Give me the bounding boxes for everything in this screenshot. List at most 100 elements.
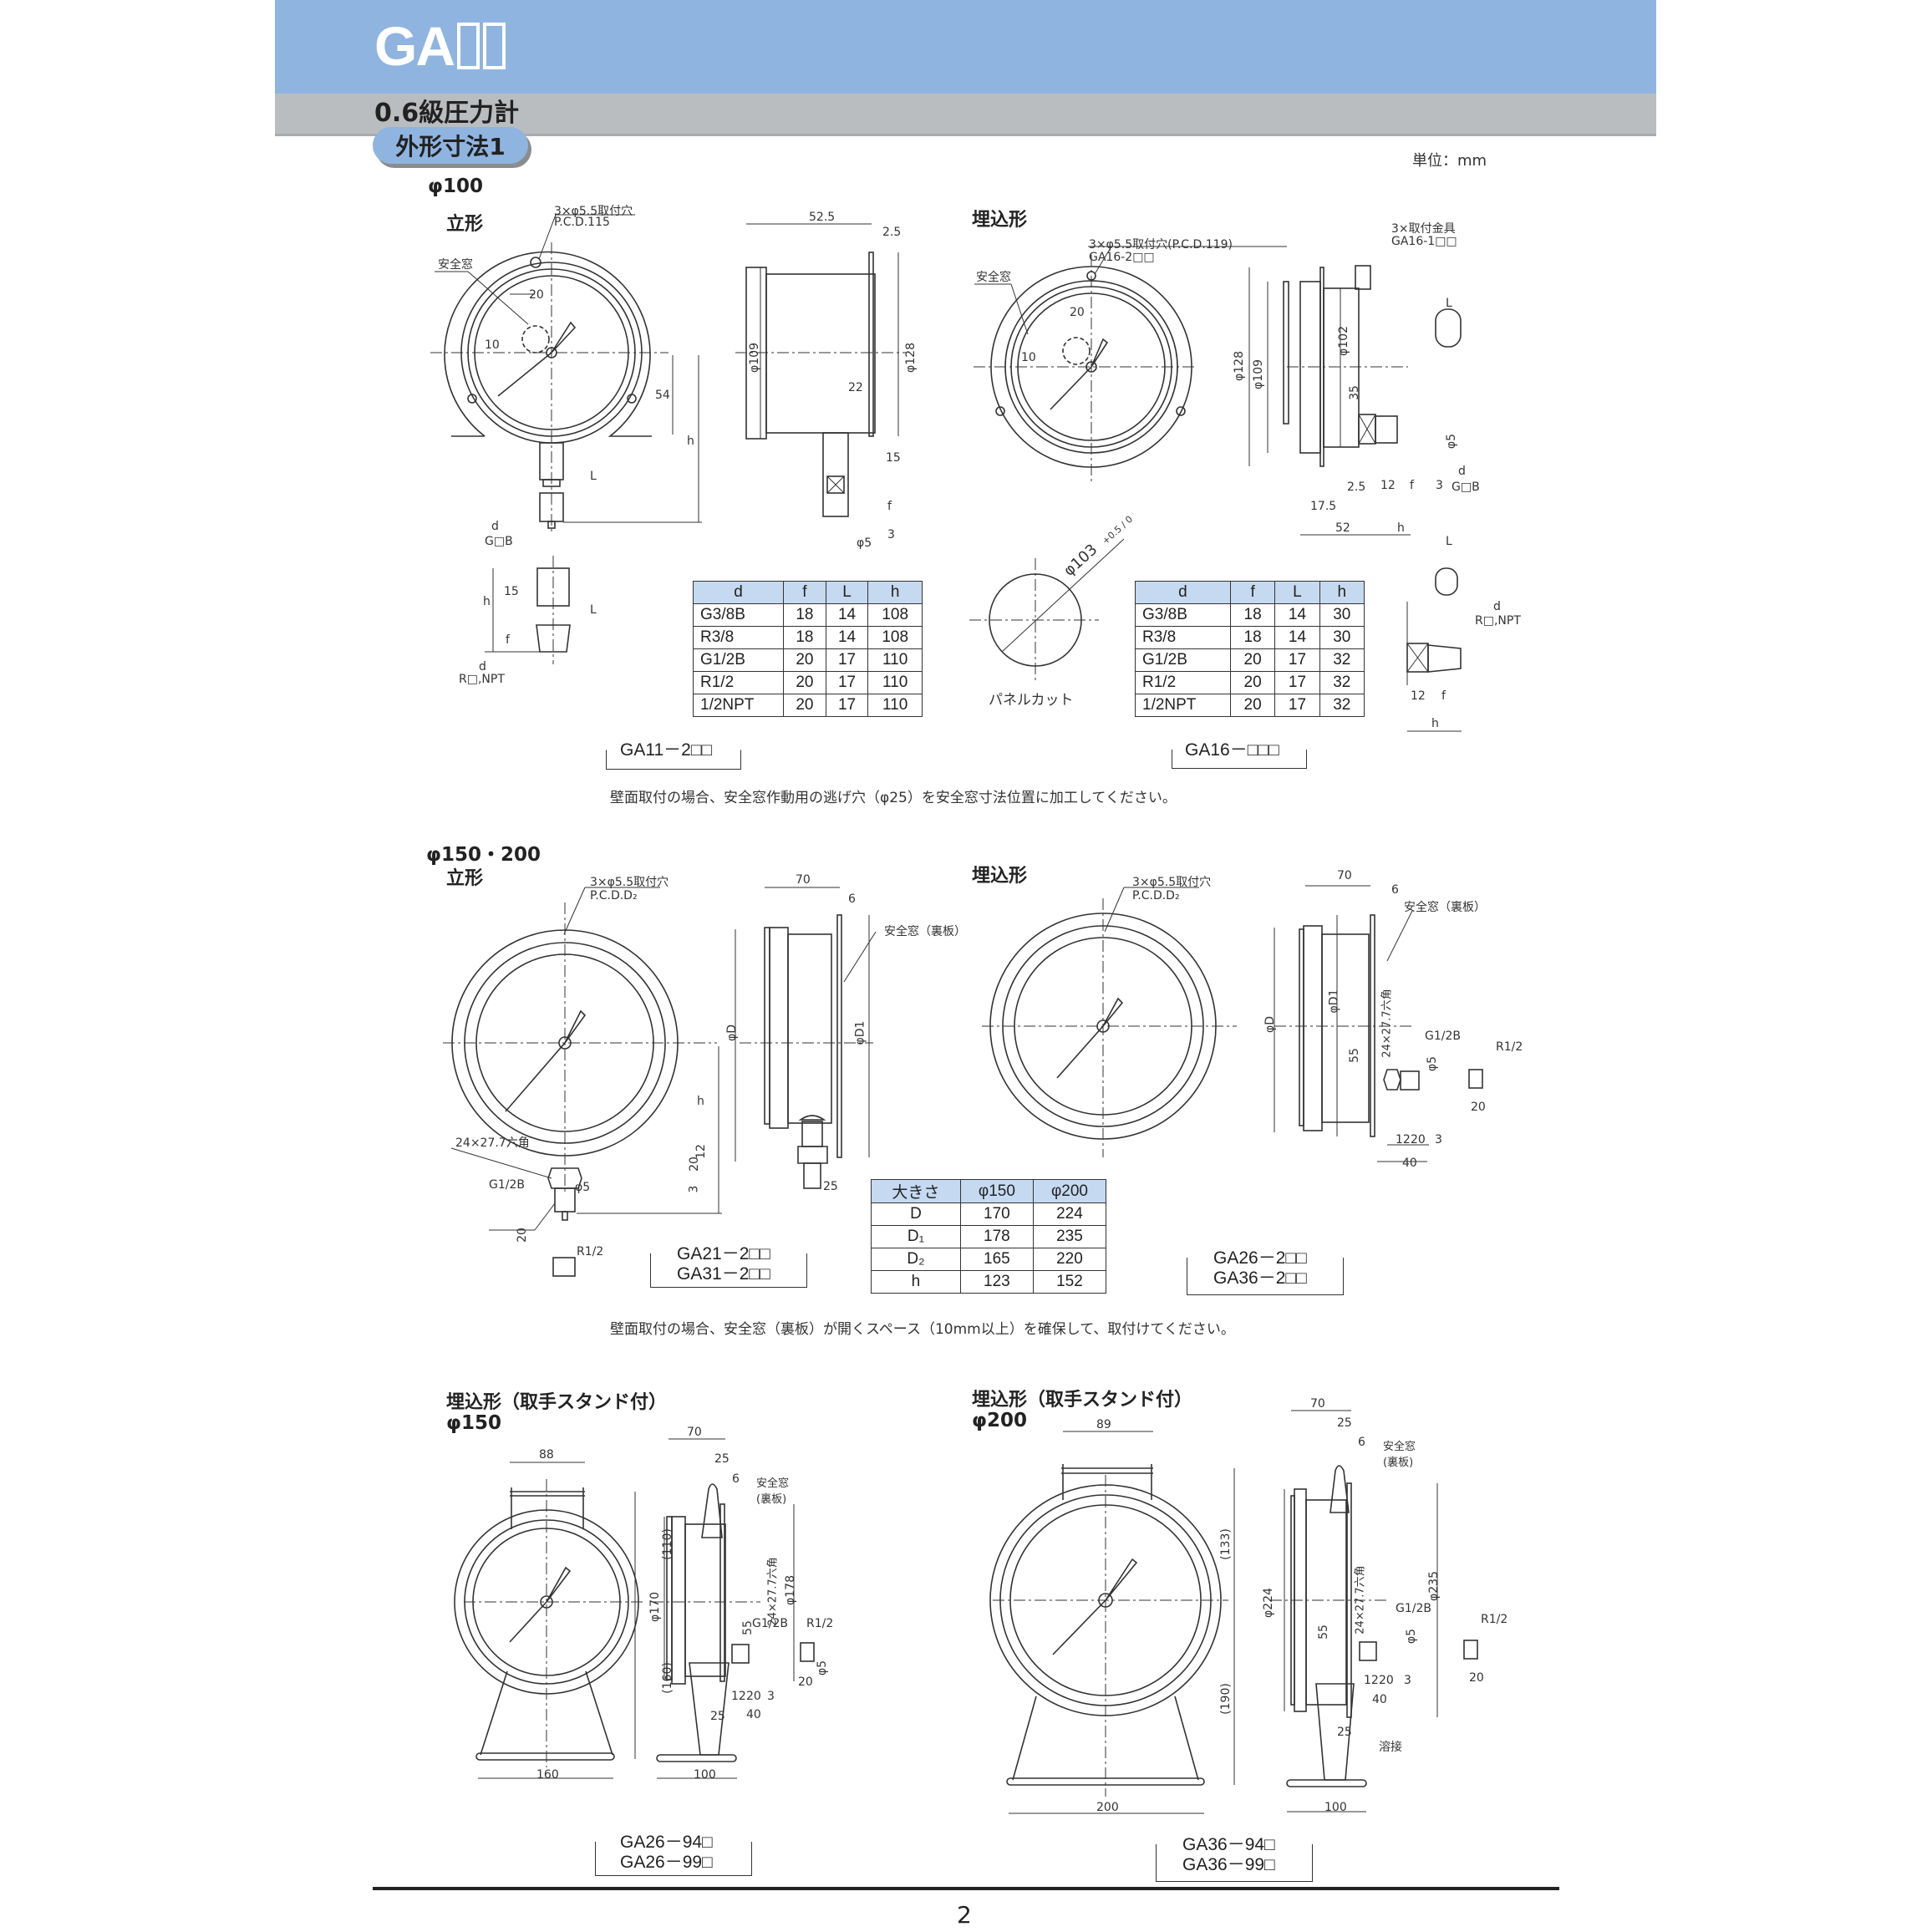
dim-150-flush-20: 20 (1411, 1133, 1426, 1146)
cell: D₁ (871, 1225, 961, 1248)
cell: 235 (1032, 1225, 1107, 1248)
detail-flush-12: 12 (1411, 689, 1426, 703)
model-ga26-2: GA26－2□□ (1213, 1248, 1307, 1268)
type-heading-vertical: 立形 (446, 868, 484, 889)
cell: 165 (959, 1248, 1034, 1271)
dim-flush-17-5: 17.5 (1310, 500, 1337, 513)
cell: 220 (1032, 1248, 1107, 1271)
dim-stand200-20: 20 (1379, 1674, 1394, 1687)
note-150: 壁面取付の場合、安全窓（裏板）が開くスペース（10mm以上）を確保して、取付けて… (610, 1321, 1235, 1338)
type-heading-flush: 埋込形 (972, 866, 1028, 887)
cell: R1/2 (1135, 671, 1231, 694)
label-flush-mount-hole: 3×φ5.5取付穴(P.C.D.119) (1089, 238, 1233, 252)
label-pcd: P.C.D.115 (554, 216, 610, 229)
dim-stand200-100: 100 (1324, 1801, 1347, 1814)
label-150-flush-mount-hole: 3×φ5.5取付穴 (1132, 876, 1212, 889)
dim-stand150-12: 12 (731, 1690, 746, 1703)
type-heading-stand-150: 埋込形（取手スタンド付） (446, 1392, 668, 1413)
dim-150-6: 6 (848, 892, 856, 906)
detail-15: 15 (504, 585, 519, 598)
cell: R3/8 (692, 626, 785, 649)
cell: 17 (1274, 671, 1320, 694)
model-ga36-94: GA36－94□ (1182, 1835, 1275, 1854)
col-200: φ200 (1032, 1179, 1107, 1203)
cell: 110 (867, 648, 923, 672)
model-frame (606, 750, 741, 770)
size-heading-stand-200: φ200 (972, 1410, 1028, 1431)
label-150-hex: 24×27.7六角 (455, 1136, 530, 1150)
placeholder-box-icon (483, 23, 506, 69)
dim-3: 3 (887, 528, 895, 541)
dim-stand150-6: 6 (732, 1472, 740, 1486)
label-stand150-thread: G1/2B (752, 1617, 788, 1630)
dim-150-25: 25 (823, 1180, 838, 1193)
label-bracket-model: GA16-1□□ (1391, 235, 1457, 248)
label-bracket: 3×取付金具 (1391, 222, 1456, 236)
cell: 14 (825, 626, 869, 649)
label-150-flush-adapter: R1/2 (1496, 1040, 1523, 1054)
model-frame (595, 1842, 752, 1876)
dim-flush-12: 12 (1380, 479, 1396, 492)
cell: 32 (1319, 694, 1365, 717)
series-title: GA (374, 18, 506, 74)
dim-150-flush-40: 40 (1402, 1157, 1417, 1170)
type-heading-vertical: 立形 (446, 214, 484, 235)
dim-stand200-200: 200 (1096, 1801, 1119, 1814)
cell: D₂ (871, 1248, 961, 1271)
cell: 17 (825, 694, 869, 717)
cell: 20 (783, 694, 826, 717)
detail-flush-h: h (1431, 717, 1439, 730)
dim-150-phi5: φ5 (575, 1181, 591, 1194)
label-thread-d: d (491, 520, 499, 533)
cell: 20 (1229, 694, 1276, 717)
footer-rule (373, 1887, 1559, 1890)
dim-stand200-6: 6 (1358, 1436, 1365, 1449)
dim-stand200-55: 55 (1316, 1624, 1330, 1640)
dim-stand200-89: 89 (1096, 1418, 1111, 1431)
label-150-flush-pcd: P.C.D.D₂ (1132, 889, 1180, 902)
dim-150-h: h (697, 1095, 704, 1108)
label-stand200-thread: G1/2B (1396, 1602, 1431, 1615)
cell: G1/2B (692, 648, 785, 672)
cell: 14 (1274, 626, 1320, 649)
placeholder-box-icon (457, 23, 480, 69)
table-header-row: d f L h (1135, 581, 1365, 604)
dim-flush-3: 3 (1436, 479, 1443, 492)
model-ga26-99: GA26－99□ (620, 1853, 713, 1872)
section-badge: 外形寸法1 (373, 127, 528, 164)
label-stand200-hex: 24×27.7六角 (1354, 1565, 1367, 1635)
col-h: h (1319, 581, 1365, 604)
dim-stand200-adapter-20: 20 (1469, 1671, 1484, 1685)
cell: 152 (1032, 1270, 1107, 1294)
dim-150-flush-70: 70 (1337, 869, 1352, 882)
cell: 32 (1319, 648, 1365, 672)
dim-stand200-phi5: φ5 (1405, 1628, 1419, 1645)
model-frame (1156, 1844, 1313, 1882)
label-150-mount-hole: 3×φ5.5取付穴 (590, 876, 669, 889)
cell: 32 (1319, 671, 1365, 694)
detail-L: L (590, 603, 597, 617)
col-size: 大きさ (871, 1179, 961, 1203)
label-150-thread: G1/2B (489, 1178, 525, 1192)
dim-stand200-12: 12 (1364, 1674, 1379, 1687)
label-150-pcd: P.C.D.D₂ (590, 889, 638, 902)
note-100: 壁面取付の場合、安全窓作動用の逃げ穴（φ25）を安全窓寸法位置に加工してください… (610, 790, 1177, 806)
cell: R3/8 (1135, 626, 1231, 649)
cell: R1/2 (692, 671, 785, 694)
dim-stand200-25b: 25 (1337, 1726, 1352, 1739)
model-frame (650, 1253, 807, 1288)
col-f: f (1229, 581, 1276, 604)
model-frame (1187, 1258, 1344, 1295)
detail-flush-L: L (1446, 535, 1452, 548)
